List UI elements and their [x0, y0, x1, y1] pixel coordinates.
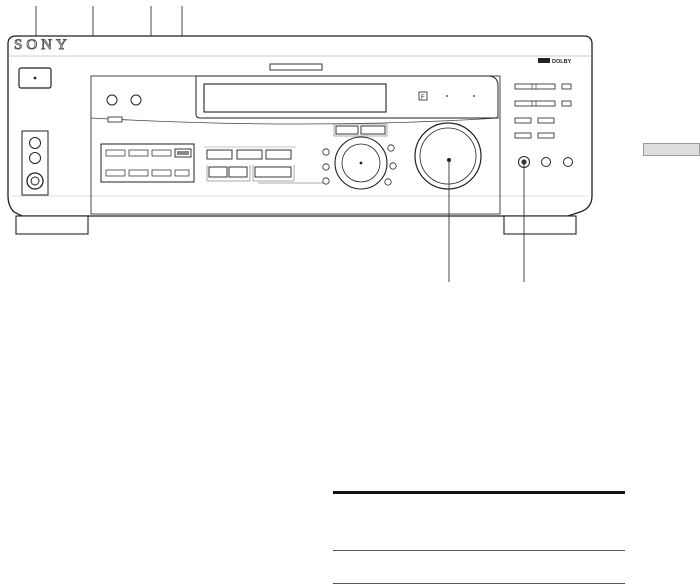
- right-button-3[interactable]: [514, 117, 532, 124]
- right-knob-1[interactable]: [541, 157, 551, 167]
- display-dot-1: [446, 95, 448, 97]
- input-button-5[interactable]: [128, 169, 149, 177]
- jog-small-button-3[interactable]: [322, 177, 330, 185]
- right-button-4[interactable]: [537, 117, 555, 124]
- display-dot-2: [473, 95, 475, 97]
- feet: [15, 215, 577, 235]
- mode-button-1[interactable]: [206, 149, 233, 160]
- section-side-tab: [643, 143, 700, 156]
- input-button-2[interactable]: [128, 149, 149, 157]
- table-top-rule: [333, 491, 625, 494]
- power-indicator: [33, 76, 37, 80]
- right-small-button-1[interactable]: [561, 83, 572, 90]
- format-logo-bar: [538, 58, 550, 63]
- display-window: F: [195, 75, 499, 119]
- mode-button-3[interactable]: [265, 149, 292, 160]
- top-slot: [269, 63, 323, 71]
- right-button-5[interactable]: [514, 132, 532, 139]
- format-logo: DOLBY: [552, 59, 572, 65]
- mode-button-2[interactable]: [236, 149, 263, 160]
- jog-dial-cluster: [322, 123, 397, 190]
- jog-small-button-1[interactable]: [322, 148, 330, 156]
- input-button-block: [100, 143, 195, 183]
- fascia-curve: [90, 117, 501, 125]
- receiver-chassis: [7, 35, 593, 217]
- jog-small-button-2[interactable]: [322, 163, 330, 171]
- jack-panel: [21, 130, 49, 196]
- right-bar-button-1[interactable]: [514, 83, 556, 90]
- table-bottom-rule: [333, 583, 625, 584]
- master-volume-knob[interactable]: [414, 122, 482, 190]
- brand-logo: SONY: [14, 37, 71, 53]
- right-foot: [503, 215, 577, 235]
- small-switch[interactable]: [107, 116, 123, 123]
- input-button-6[interactable]: [151, 169, 172, 177]
- right-button-6[interactable]: [537, 132, 555, 139]
- input-button-3[interactable]: [151, 149, 172, 157]
- input-button-7[interactable]: [174, 169, 190, 177]
- jog-top-button-left[interactable]: [335, 125, 359, 135]
- right-bar-button-2[interactable]: [514, 100, 556, 107]
- table-middle-rule: [333, 550, 625, 551]
- mode-button-4[interactable]: [208, 166, 228, 178]
- mode-buttons: [204, 146, 328, 184]
- small-knob-left[interactable]: [106, 94, 118, 106]
- right-knob-2[interactable]: [563, 157, 573, 167]
- callout-lines-bottom: [448, 160, 525, 282]
- jog-small-button-5[interactable]: [389, 162, 397, 170]
- input-button-1[interactable]: [105, 149, 126, 157]
- right-small-button-2[interactable]: [561, 100, 572, 107]
- jog-top-button-right[interactable]: [360, 125, 386, 135]
- jack-1[interactable]: [29, 137, 41, 149]
- mode-button-5[interactable]: [228, 166, 248, 178]
- jog-small-button-6[interactable]: [384, 178, 392, 186]
- input-button-4[interactable]: [105, 169, 126, 177]
- jack-2[interactable]: [29, 152, 41, 164]
- jog-dial-center: [359, 161, 363, 165]
- left-foot: [15, 215, 89, 235]
- jog-small-button-4[interactable]: [387, 144, 395, 152]
- small-knob-right[interactable]: [130, 94, 142, 106]
- display-indicator-label: F: [421, 95, 425, 101]
- mode-button-6[interactable]: [254, 166, 292, 178]
